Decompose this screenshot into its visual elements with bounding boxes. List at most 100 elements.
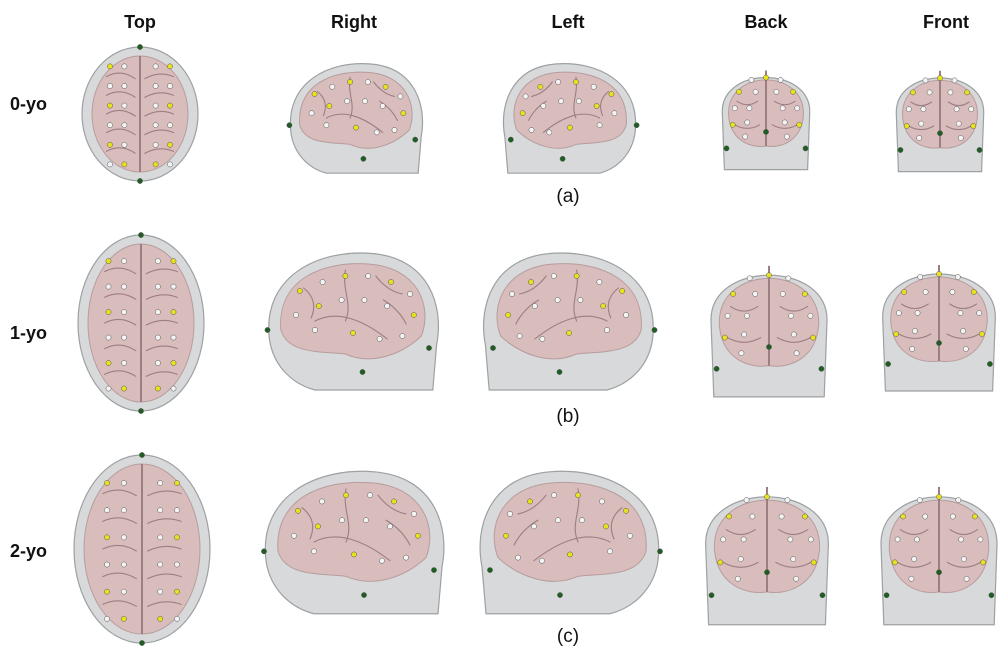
- landmark-marker: [936, 340, 941, 345]
- electrode-marker: [567, 125, 572, 130]
- electrode-marker: [104, 562, 109, 567]
- electrode-marker: [958, 537, 963, 542]
- electrode-marker: [379, 558, 384, 563]
- electrode-marker: [121, 616, 126, 621]
- electrode-marker: [738, 557, 743, 562]
- brain-view-0yo-back: [714, 54, 818, 172]
- brain-render: [872, 244, 1006, 394]
- landmark-marker: [487, 567, 492, 572]
- electrode-marker: [597, 279, 602, 284]
- electrode-marker: [327, 103, 332, 108]
- landmark-marker: [490, 345, 495, 350]
- electrode-marker: [601, 303, 606, 308]
- electrode-marker: [387, 524, 392, 529]
- electrode-marker: [122, 123, 127, 128]
- electrode-marker: [104, 616, 109, 621]
- electrode-marker: [106, 335, 111, 340]
- brain-render: [474, 246, 664, 396]
- electrode-marker: [731, 291, 736, 296]
- electrode-marker: [753, 291, 758, 296]
- electrode-marker: [785, 497, 790, 502]
- electrode-marker: [961, 557, 966, 562]
- electrode-marker: [174, 589, 179, 594]
- landmark-marker: [937, 131, 942, 136]
- electrode-marker: [961, 328, 966, 333]
- electrode-marker: [122, 335, 127, 340]
- electrode-marker: [910, 346, 915, 351]
- electrode-marker: [155, 309, 160, 314]
- electrode-marker: [107, 142, 112, 147]
- electrode-marker: [507, 511, 512, 516]
- electrode-marker: [158, 616, 163, 621]
- electrode-marker: [174, 616, 179, 621]
- brain-render: [496, 58, 644, 178]
- brain-render: [254, 464, 454, 620]
- electrode-marker: [902, 289, 907, 294]
- electrode-marker: [811, 335, 816, 340]
- landmark-marker: [885, 361, 890, 366]
- electrode-marker: [977, 310, 982, 315]
- electrode-marker: [388, 279, 393, 284]
- electrode-marker: [174, 480, 179, 485]
- electrode-marker: [347, 79, 352, 84]
- electrode-marker: [609, 91, 614, 96]
- brain-render: [72, 452, 212, 646]
- electrode-marker: [509, 291, 514, 296]
- electrode-marker: [958, 135, 963, 140]
- electrode-marker: [901, 514, 906, 519]
- electrode-marker: [291, 533, 296, 538]
- brain-render: [258, 246, 448, 396]
- brain-render: [888, 54, 992, 174]
- electrode-marker: [774, 89, 779, 94]
- brain-view-2yo-front: [870, 464, 1008, 628]
- electrode-marker: [927, 90, 932, 95]
- electrode-marker: [153, 142, 158, 147]
- electrode-marker: [174, 562, 179, 567]
- brain-render: [870, 464, 1008, 628]
- landmark-marker: [714, 366, 719, 371]
- electrode-marker: [316, 303, 321, 308]
- electrode-marker: [171, 259, 176, 264]
- landmark-marker: [137, 178, 142, 183]
- electrode-marker: [295, 508, 300, 513]
- electrode-marker: [750, 514, 755, 519]
- electrode-marker: [912, 557, 917, 562]
- panel-label-c: (c): [540, 626, 596, 648]
- electrode-marker: [362, 99, 367, 104]
- electrode-marker: [167, 83, 172, 88]
- electrode-marker: [735, 576, 740, 581]
- brain-view-0yo-right: [282, 58, 430, 178]
- electrode-marker: [623, 312, 628, 317]
- electrode-marker: [607, 549, 612, 554]
- landmark-marker: [820, 593, 825, 598]
- electrode-marker: [167, 123, 172, 128]
- electrode-marker: [954, 107, 959, 112]
- electrode-marker: [122, 360, 127, 365]
- electrode-marker: [158, 535, 163, 540]
- landmark-marker: [987, 361, 992, 366]
- electrode-marker: [155, 360, 160, 365]
- electrode-marker: [730, 122, 735, 127]
- electrode-marker: [794, 576, 799, 581]
- landmark-marker: [709, 593, 714, 598]
- electrode-marker: [401, 111, 406, 116]
- electrode-marker: [122, 386, 127, 391]
- electrode-marker: [528, 279, 533, 284]
- electrode-marker: [603, 524, 608, 529]
- landmark-marker: [361, 592, 366, 597]
- electrode-marker: [153, 123, 158, 128]
- electrode-marker: [121, 480, 126, 485]
- landmark-marker: [557, 592, 562, 597]
- electrode-marker: [158, 508, 163, 513]
- electrode-marker: [122, 83, 127, 88]
- electrode-marker: [122, 284, 127, 289]
- electrode-marker: [948, 90, 953, 95]
- brain-render: [700, 244, 838, 400]
- electrode-marker: [107, 83, 112, 88]
- electrode-marker: [366, 273, 371, 278]
- electrode-marker: [917, 135, 922, 140]
- electrode-marker: [104, 508, 109, 513]
- electrode-marker: [320, 279, 325, 284]
- electrode-marker: [121, 562, 126, 567]
- electrode-marker: [782, 120, 787, 125]
